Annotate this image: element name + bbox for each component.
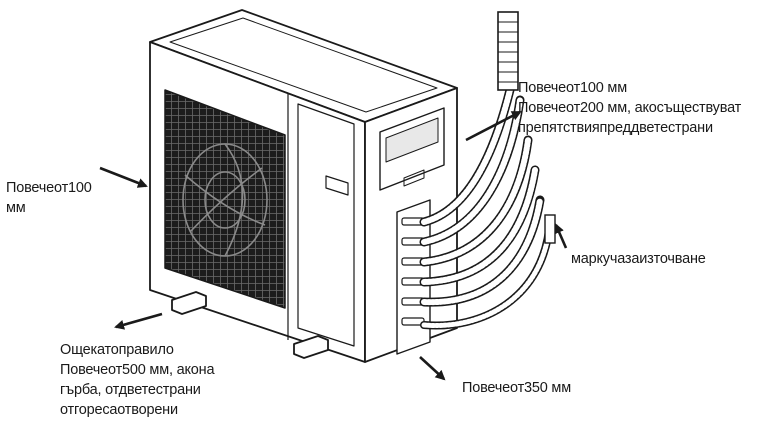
label-back-line-4: отгоресаотворени [60, 402, 178, 418]
label-back-line-3: гърба, отдветестрани [60, 382, 201, 398]
unit-door-badge [325, 175, 349, 196]
label-back-clearance: Ощекатоправило Повечеот500 мм, акона гър… [60, 340, 215, 420]
arrow-drain [554, 223, 568, 249]
label-left-line-1: Повечеот100 [6, 180, 92, 196]
label-back-line-1: Ощекатоправило [60, 342, 174, 358]
label-left-line-2: мм [6, 200, 26, 216]
label-drain-hose: маркучазаизточване [571, 249, 706, 269]
fan-blades [182, 143, 268, 257]
unit-foot-left [171, 291, 207, 315]
arrow-back [114, 312, 163, 330]
unit-top-inner [169, 17, 438, 113]
drain-hose [420, 214, 556, 330]
label-top-right-line-3: препятствияпреддветестрани [518, 120, 713, 136]
vertical-pipe [497, 11, 519, 91]
connection-hoses [419, 85, 545, 307]
control-panel-label [403, 169, 425, 187]
pipe-valves [401, 217, 425, 326]
label-top-right-line-1: Повечеот100 мм [518, 80, 627, 96]
unit-access-door [297, 103, 355, 347]
arrow-bottom-right [419, 356, 446, 381]
label-back-line-2: Повечеот500 мм, акона [60, 362, 215, 378]
control-panel-screen [385, 117, 439, 163]
label-top-right-clearance: Повечеот100 мм Повечеот200 мм, акосъщест… [518, 78, 741, 138]
arrow-left [99, 166, 148, 188]
label-drain-line-1: маркучазаизточване [571, 251, 706, 267]
label-front-line-1: Повечеот350 мм [462, 380, 571, 396]
arrow-top-right [465, 110, 522, 142]
label-left-clearance: Повечеот100 мм [6, 178, 92, 218]
clearance-arrows [99, 110, 568, 381]
label-front-clearance: Повечеот350 мм [462, 378, 571, 398]
label-top-right-line-2: Повечеот200 мм, акосъществуват [518, 100, 742, 116]
unit-foot-right [293, 335, 329, 359]
outdoor-unit [149, 9, 458, 363]
